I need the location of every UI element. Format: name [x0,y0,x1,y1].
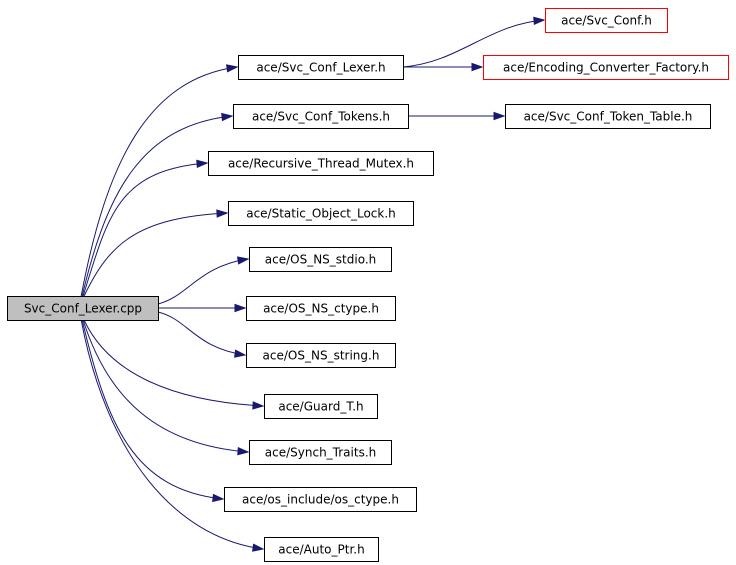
arrowhead-n0-to-n7 [216,209,229,218]
arrowhead-n0-to-n1 [226,64,239,73]
node-label: ace/Svc_Conf_Lexer.h [256,61,385,75]
edge-n0-to-n1 [80,66,238,297]
arrowhead-n0-to-n13 [212,493,225,503]
node-label: ace/Recursive_Thread_Mutex.h [228,157,414,171]
node-box[interactable] [264,394,378,419]
node-label: ace/OS_NS_string.h [263,349,380,363]
node-box[interactable] [246,296,396,321]
edge-n0-to-n4 [81,115,233,297]
node-label: ace/Svc_Conf.h [561,14,652,28]
node-box[interactable] [208,151,434,176]
node-box[interactable] [249,247,392,272]
node-box[interactable] [238,55,404,80]
edge-n0-to-n12 [82,319,249,453]
node-box[interactable] [246,343,396,368]
node[interactable]: ace/Auto_Ptr.h [264,537,379,562]
node-label: ace/OS_NS_stdio.h [265,253,377,267]
arrowhead-n1-to-n3 [471,62,484,72]
node-box[interactable] [228,201,414,226]
node[interactable]: ace/OS_NS_string.h [246,343,396,368]
node[interactable]: ace/Encoding_Converter_Factory.h [483,55,729,80]
node[interactable]: ace/Svc_Conf.h [545,8,668,33]
node-box[interactable] [264,537,379,562]
edge-n0-to-n7 [83,212,228,297]
edge-n0-to-n8 [157,258,249,305]
node-box[interactable] [224,487,417,512]
node-label: ace/Static_Object_Lock.h [246,207,396,221]
node-label: ace/Synch_Traits.h [265,446,376,460]
node-label: ace/os_include/os_ctype.h [242,493,399,507]
node-box[interactable] [545,8,668,33]
root-node-label: Svc_Conf_Lexer.cpp [24,302,142,316]
node-label: ace/OS_NS_ctype.h [263,302,379,316]
arrowhead-n0-to-n12 [237,446,250,456]
node-label: ace/Encoding_Converter_Factory.h [503,61,709,75]
node-box[interactable] [505,104,711,129]
arrowhead-n0-to-n10 [234,349,247,358]
edge-n0-to-n13 [81,319,224,500]
arrowhead-n1-to-n2 [533,16,546,26]
node-label: ace/Guard_T.h [278,400,363,414]
arrowhead-n4-to-n5 [493,111,506,121]
arrowhead-n0-to-n9 [234,303,247,313]
root-node: Svc_Conf_Lexer.cpp [7,296,159,321]
edges-layer [80,16,546,552]
node[interactable]: ace/Svc_Conf_Tokens.h [233,104,409,129]
node[interactable]: ace/Svc_Conf_Token_Table.h [505,104,711,129]
node[interactable]: ace/OS_NS_ctype.h [246,296,396,321]
node-box[interactable] [233,104,409,129]
node[interactable]: ace/Svc_Conf_Lexer.h [238,55,404,80]
arrowhead-n0-to-n6 [196,159,209,169]
edge-n0-to-n6 [82,162,208,297]
arrowhead-n0-to-n14 [252,543,265,552]
node-label: ace/Auto_Ptr.h [278,543,364,557]
node[interactable]: ace/OS_NS_stdio.h [249,247,392,272]
edge-n1-to-n2 [402,19,545,68]
node[interactable]: ace/Synch_Traits.h [249,440,392,465]
node-label: ace/Svc_Conf_Token_Table.h [524,110,693,124]
edge-n0-to-n11 [83,319,264,407]
arrowhead-n0-to-n11 [252,401,265,410]
node-box[interactable] [483,55,729,80]
node[interactable]: ace/Static_Object_Lock.h [228,201,414,226]
root-node-box [7,296,159,321]
edge-n0-to-n14 [80,319,264,550]
arrowhead-n0-to-n4 [221,112,234,122]
node[interactable]: ace/Guard_T.h [264,394,378,419]
node-label: ace/Svc_Conf_Tokens.h [252,110,390,124]
arrowhead-n0-to-n8 [237,256,250,265]
node[interactable]: ace/Recursive_Thread_Mutex.h [208,151,434,176]
node[interactable]: ace/os_include/os_ctype.h [224,487,417,512]
nodes-layer: Svc_Conf_Lexer.cppace/Svc_Conf_Lexer.hac… [7,8,729,562]
edge-n0-to-n10 [157,311,246,356]
node-box[interactable] [249,440,392,465]
